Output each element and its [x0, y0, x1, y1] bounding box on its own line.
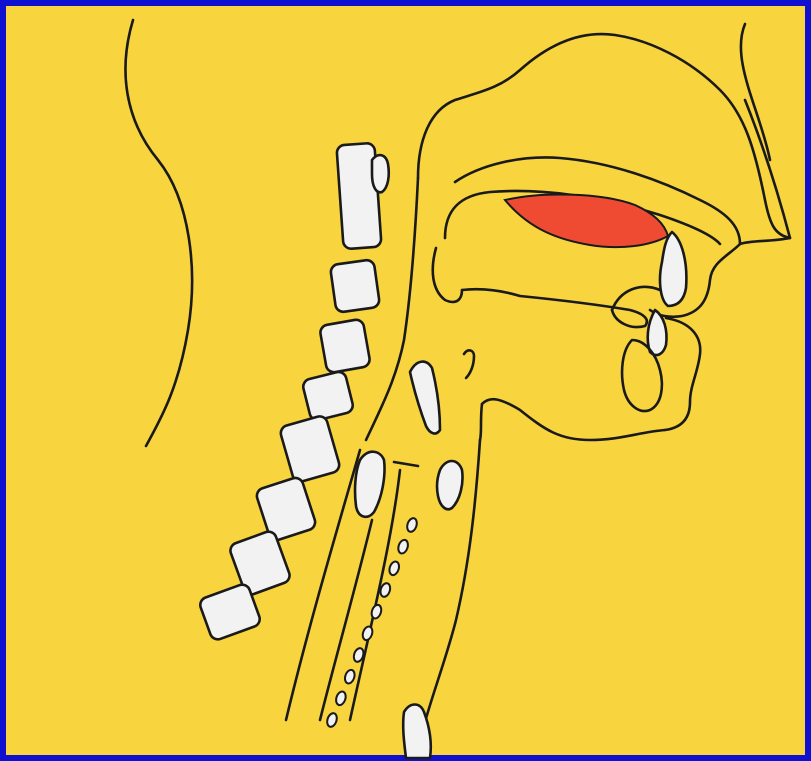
neck-anterior-outline	[480, 404, 482, 440]
occipital-condyle	[372, 155, 389, 192]
cervical-vertebra	[319, 319, 371, 374]
cervical-vertebra	[302, 370, 355, 421]
cervical-vertebra	[330, 259, 380, 313]
